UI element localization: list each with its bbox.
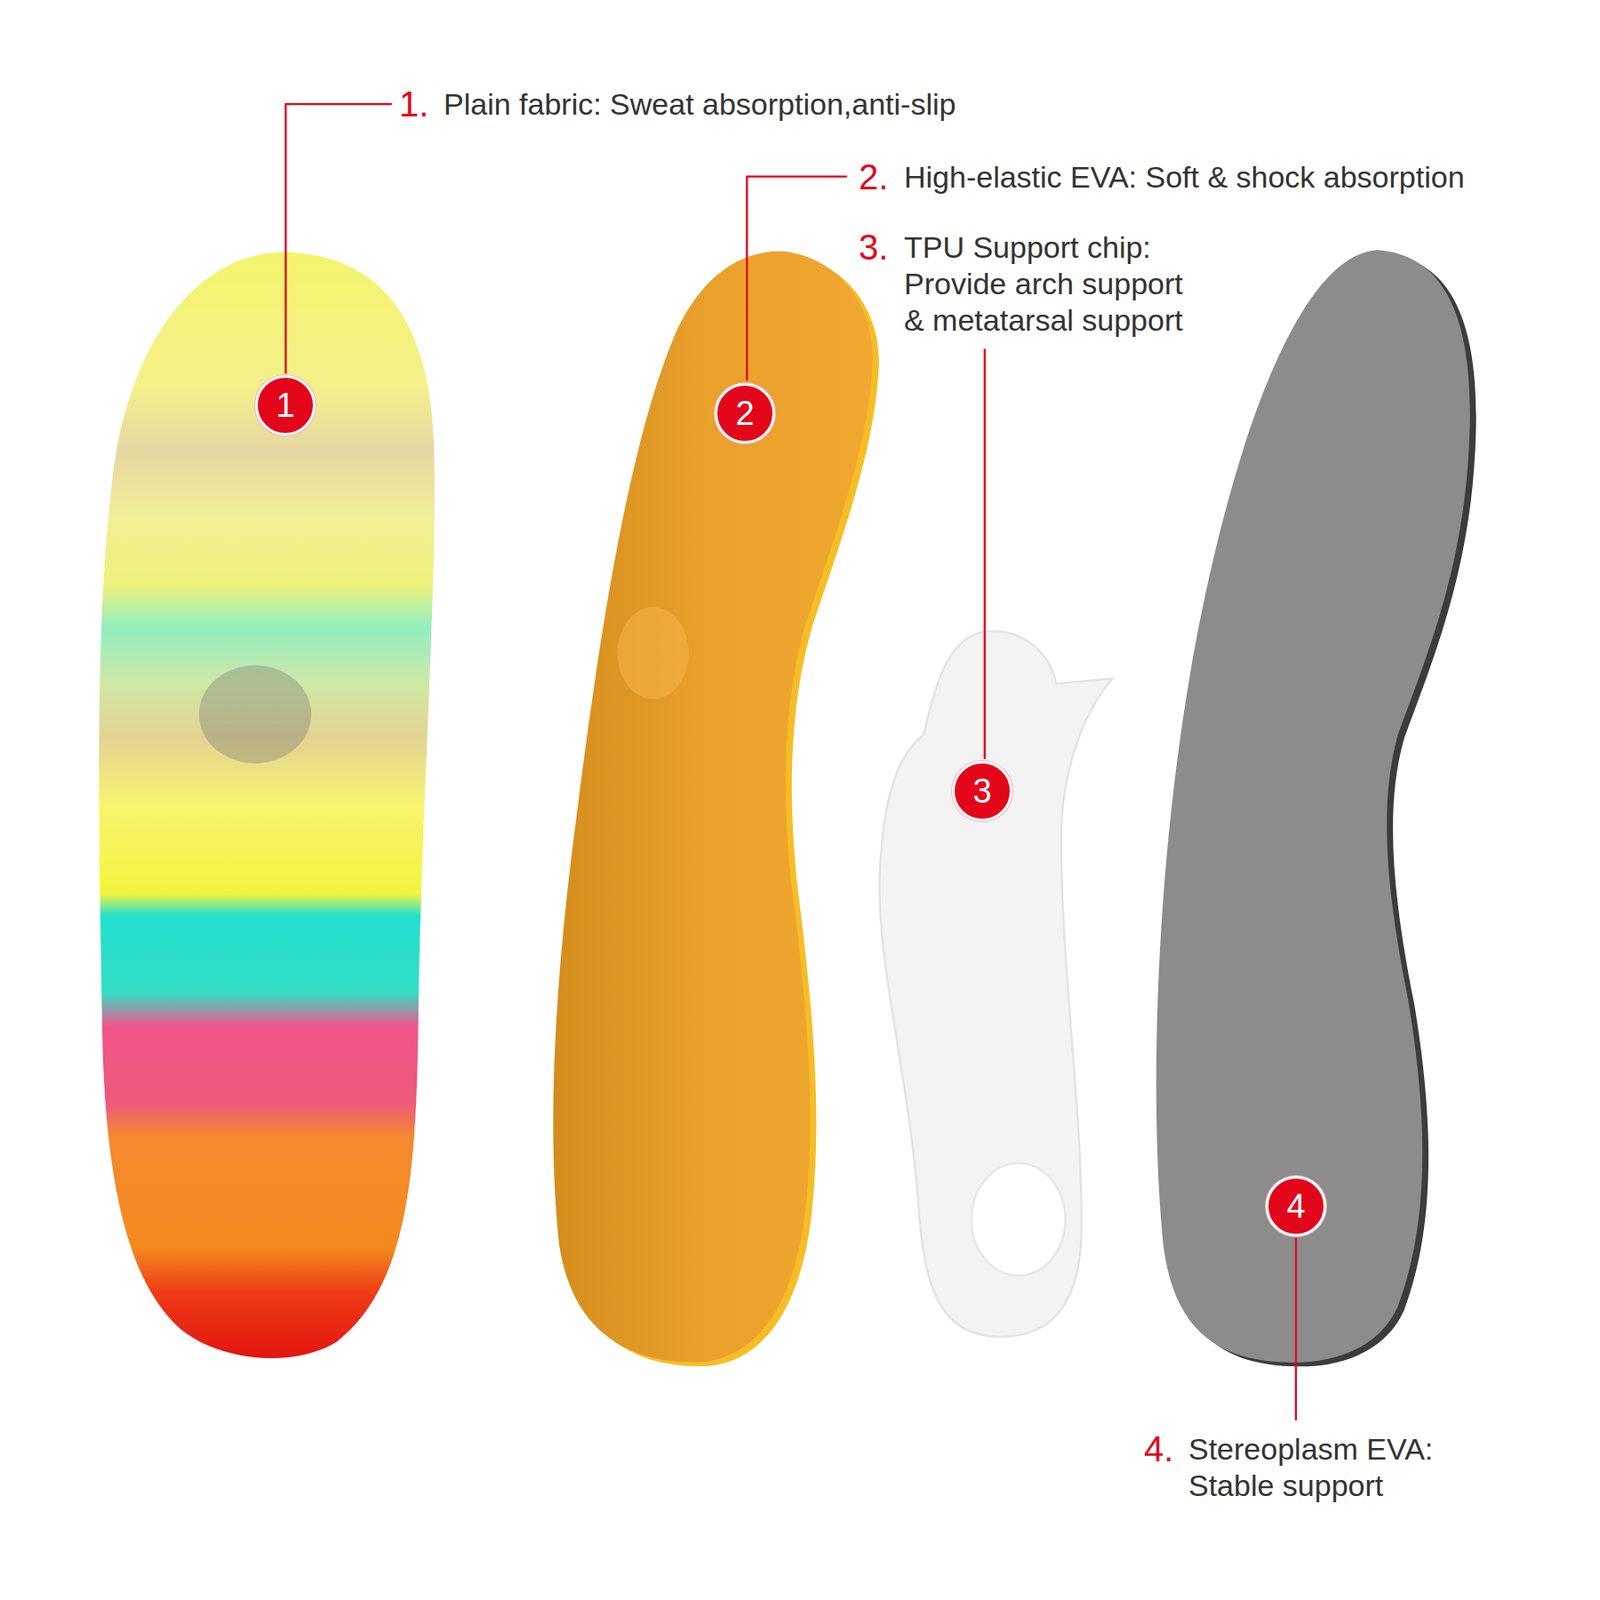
callout-circle: 2 <box>714 383 776 444</box>
callout-number: 1 <box>275 388 295 423</box>
part-description: Plain fabric: Sweat absorption,anti-slip <box>443 86 956 123</box>
fabric-layer <box>98 252 435 1359</box>
eva-layer <box>552 250 873 1362</box>
eva-pad <box>617 607 689 699</box>
callout-circle: 1 <box>255 375 316 436</box>
base-layer <box>1156 249 1471 1363</box>
callout-number: 4. <box>1144 1427 1174 1471</box>
callout-number: 2 <box>735 396 754 431</box>
leader-lines <box>285 104 1296 1421</box>
callout-number: 3 <box>972 774 992 808</box>
part-description: High-elastic EVA: Soft & shock absorptio… <box>904 159 1465 196</box>
metatarsal-pad <box>199 664 312 763</box>
tpu-hole <box>971 1163 1066 1276</box>
callout-circle: 4 <box>1265 1176 1327 1237</box>
callout-number: 2. <box>858 155 888 199</box>
part-description: Stereoplasm EVA: Stable support <box>1188 1431 1456 1504</box>
callout-number: 4 <box>1286 1189 1305 1224</box>
callout-number: 1. <box>399 82 429 126</box>
tpu-chip <box>879 631 1112 1337</box>
callout-number: 3. <box>858 225 888 269</box>
part-description: TPU Support chip: Provide arch support &… <box>904 229 1207 339</box>
callout-circle: 3 <box>952 760 1013 822</box>
